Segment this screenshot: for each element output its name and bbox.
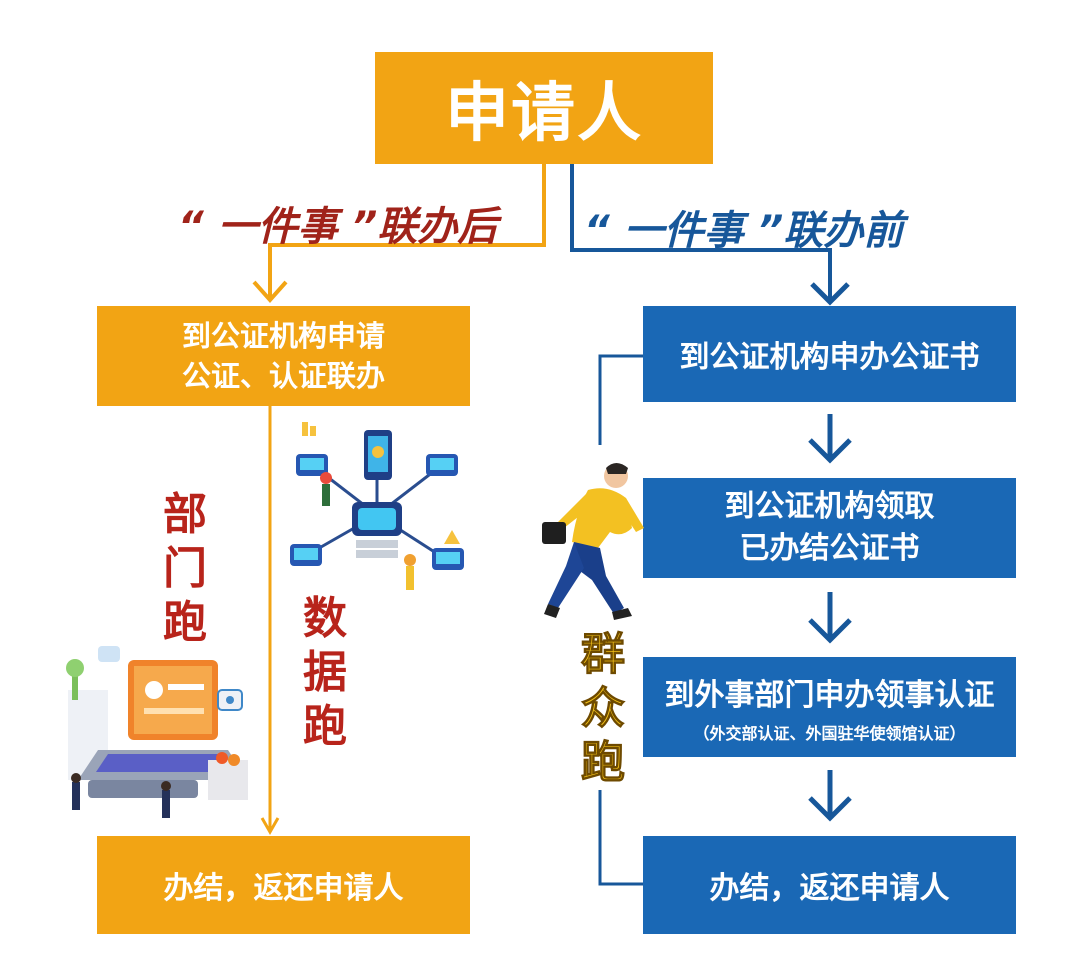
orange-arrowhead xyxy=(252,280,288,304)
before-step-2-line2: 已办结公证书 xyxy=(739,531,920,566)
before-step-2-line1: 到公证机构领取 xyxy=(724,489,935,524)
laptop-illustration xyxy=(66,646,248,818)
orange-connector xyxy=(268,164,546,300)
root-applicant-box: 申请人 xyxy=(375,52,713,164)
after-step-2: 办结，返还申请人 xyxy=(97,836,470,934)
after-step-1: 到公证机构申请 公证、认证联办 xyxy=(97,306,470,406)
after-step-1-line2: 公证、认证联办 xyxy=(181,359,385,393)
data-runs-label: 数据跑 xyxy=(303,593,347,752)
before-step-4: 办结，返还申请人 xyxy=(643,836,1016,934)
running-man-illustration xyxy=(542,463,644,620)
after-step-2-label: 办结，返还申请人 xyxy=(163,871,404,906)
after-step-1-line1: 到公证机构申请 xyxy=(181,319,385,353)
before-step-3-sub: （外交部认证、外国驻华使领馆认证） xyxy=(693,724,966,743)
before-step-4-label: 办结，返还申请人 xyxy=(709,871,950,906)
before-step-3: 到外事部门申办领事认证 （外交部认证、外国驻华使领馆认证） xyxy=(643,657,1016,757)
before-step-3-label: 到外事部门申办领事认证 xyxy=(664,678,995,713)
bracket-top xyxy=(598,354,643,445)
before-step-1-label: 到公证机构申办公证书 xyxy=(679,340,980,375)
before-step-2: 到公证机构领取 已办结公证书 xyxy=(643,478,1016,578)
root-label: 申请人 xyxy=(445,77,643,151)
branch-label-before: “ 一件事 ”联办前 xyxy=(584,208,904,254)
bracket-bottom xyxy=(598,790,643,886)
blue-arrowhead xyxy=(810,282,850,306)
branch-label-after: “ 一件事 ”联办后 xyxy=(178,204,498,250)
orange-long-arrowhead xyxy=(260,817,280,836)
before-step-1: 到公证机构申办公证书 xyxy=(643,306,1016,402)
department-runs-label: 部门跑 xyxy=(163,489,207,648)
public-runs-label: 群众跑 xyxy=(581,629,626,789)
data-network-illustration xyxy=(290,422,464,590)
blue-connector xyxy=(570,164,832,302)
